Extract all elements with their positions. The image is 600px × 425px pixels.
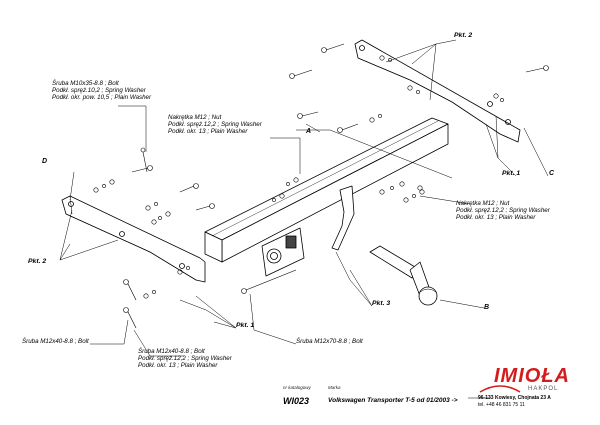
letter-c: C xyxy=(549,170,555,177)
pkt3-label: Pkt. 3 xyxy=(372,300,391,307)
ball-neck xyxy=(369,245,438,306)
left-bracket xyxy=(61,195,206,283)
ball-bracket xyxy=(331,185,355,251)
pkt2-left-label: Pkt. 2 xyxy=(28,258,47,265)
leader-lines xyxy=(59,39,549,399)
brand-logo: IMIOŁA xyxy=(494,365,570,387)
company-address: 96-133 Kowiesy, Chojnata 23 A xyxy=(478,395,551,401)
pkt1-bottom-label: Pkt. 1 xyxy=(236,322,255,329)
logo-swoosh xyxy=(479,385,521,393)
bolt-m12x40-label: Śruba M12x40-8.8 ; Bolt xyxy=(22,338,89,345)
crossbar xyxy=(204,117,449,263)
socket-plate xyxy=(261,227,305,277)
bolt-m12x70-label: Śruba M12x70-8.8 ; Bolt xyxy=(296,338,363,345)
catalog-number: WI023 xyxy=(283,396,310,406)
make-caption: Marka xyxy=(328,385,341,390)
letter-d: D xyxy=(42,158,48,165)
catalog-caption: nr katalogowy xyxy=(283,385,311,390)
pkt2-top-label: Pkt. 2 xyxy=(454,32,473,39)
letter-b: B xyxy=(484,304,490,311)
vehicle-model: Volkswagen Transporter T-5 od 01/2003 -> xyxy=(328,397,458,404)
pkt1-right-label: Pkt. 1 xyxy=(502,170,521,177)
brand-subtitle: HAKPOL xyxy=(528,386,559,392)
fasteners xyxy=(93,43,549,329)
company-phone: tel. +48 46 831 75 11 xyxy=(478,402,525,408)
letter-a: A xyxy=(306,128,312,135)
